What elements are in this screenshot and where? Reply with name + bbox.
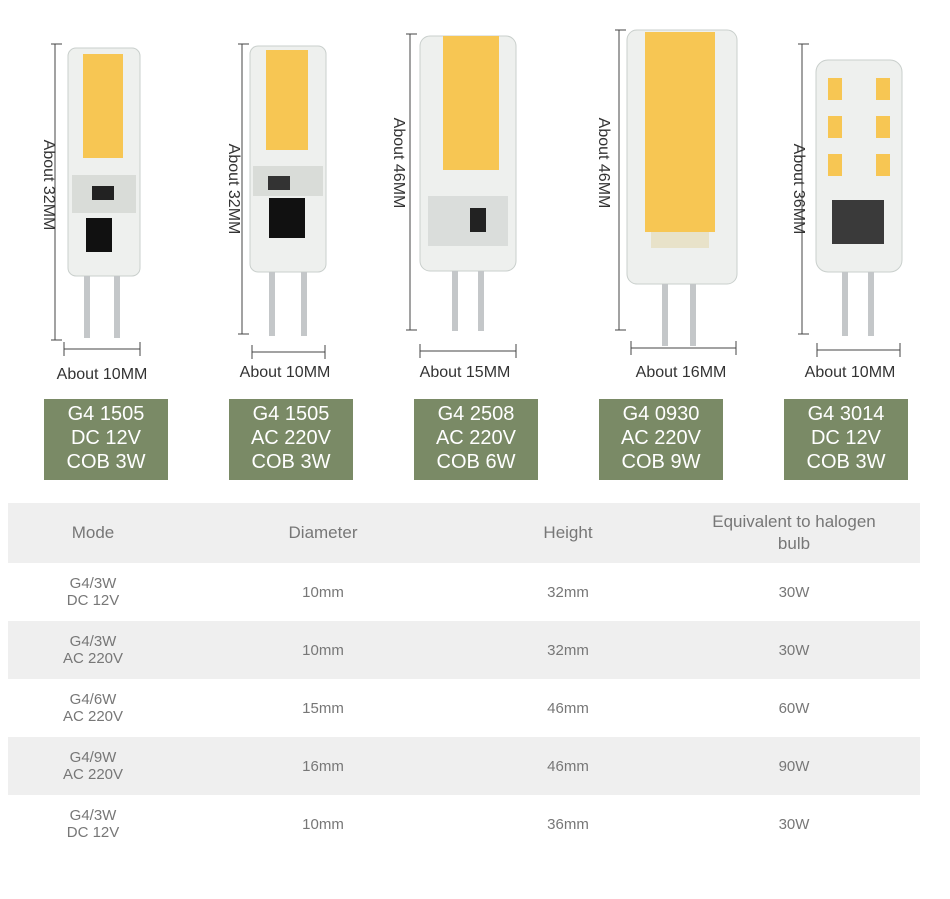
width-label: About 10MM (804, 364, 896, 381)
height-label: About 32MM (40, 139, 57, 231)
spec-badge: G4 1505 AC 220V COB 3W (229, 399, 353, 480)
width-label: About 10MM (56, 366, 148, 383)
spec-power: COB 9W (621, 451, 701, 473)
diameter-cell: 10mm (302, 815, 344, 833)
spec-power: COB 3W (66, 451, 146, 473)
height-label: About 46MM (595, 117, 612, 209)
spec-model: G4 1505 (67, 403, 145, 425)
equivalent-cell: 30W (778, 583, 810, 601)
height-cell: 46mm (547, 699, 589, 717)
equivalent-cell: 30W (668, 621, 920, 679)
height-cell: 46mm (468, 737, 668, 795)
table-header-row: Mode Diameter Height Equivalent to halog… (8, 503, 920, 563)
height-label: About 46MM (390, 117, 407, 209)
width-label: About 16MM (635, 364, 727, 381)
diameter-cell: 16mm (178, 737, 468, 795)
spec-voltage: AC 220V (250, 427, 332, 449)
spec-badge: G4 1505 DC 12V COB 3W (44, 399, 168, 480)
spec-voltage: AC 220V (620, 427, 702, 449)
spec-model: G4 3014 (807, 403, 885, 425)
spec-badge: G4 0930 AC 220V COB 9W (599, 399, 723, 480)
spec-voltage: DC 12V (70, 427, 142, 449)
product-card-2: About 32MM About 10MM G4 1505 AC 220V CO… (185, 0, 375, 490)
bulb-image-4 (615, 29, 738, 355)
bulb-image-5 (798, 43, 903, 357)
height-cell: 32mm (468, 621, 668, 679)
column-header-equivalent: Equivalent to halogen bulb (668, 503, 920, 563)
column-header-diameter: Diameter (178, 503, 468, 563)
spec-model: G4 0930 (622, 403, 700, 425)
diameter-cell: 15mm (302, 699, 344, 717)
spec-voltage: DC 12V (810, 427, 882, 449)
equivalent-cell: 30W (778, 815, 810, 833)
spec-model: G4 2508 (437, 403, 515, 425)
spec-power: COB 3W (806, 451, 886, 473)
spec-model: G4 1505 (252, 403, 330, 425)
spec-power: COB 6W (436, 451, 516, 473)
diameter-cell: 10mm (178, 621, 468, 679)
equivalent-cell: 60W (778, 699, 810, 717)
bulb-image-3 (406, 33, 517, 358)
product-card-1: About 32MM About 10MM G4 1505 DC 12V COB… (0, 0, 190, 490)
column-header-mode: Mode (8, 503, 178, 563)
spec-badge: G4 2508 AC 220V COB 6W (414, 399, 538, 480)
height-cell: 36mm (547, 815, 589, 833)
spec-badge: G4 3014 DC 12V COB 3W (784, 399, 908, 480)
bulb-image-1 (51, 43, 141, 356)
height-label: About 32MM (225, 143, 242, 235)
height-label: About 36MM (790, 143, 807, 235)
diameter-cell: 10mm (302, 583, 344, 601)
spec-power: COB 3W (251, 451, 331, 473)
product-card-4: About 46MM About 16MM G4 0930 AC 220V CO… (555, 0, 745, 490)
height-cell: 32mm (547, 583, 589, 601)
spec-voltage: AC 220V (435, 427, 517, 449)
product-card-5: About 36MM About 10MM G4 3014 DC 12V COB… (740, 0, 930, 490)
product-card-3: About 46MM About 15MM G4 2508 AC 220V CO… (370, 0, 560, 490)
width-label: About 10MM (239, 364, 331, 381)
equivalent-cell: 90W (668, 737, 920, 795)
spec-table: Mode Diameter Height Equivalent to halog… (8, 503, 920, 853)
width-label: About 15MM (419, 364, 511, 381)
bulb-image-2 (238, 43, 327, 359)
column-header-height: Height (468, 503, 668, 563)
